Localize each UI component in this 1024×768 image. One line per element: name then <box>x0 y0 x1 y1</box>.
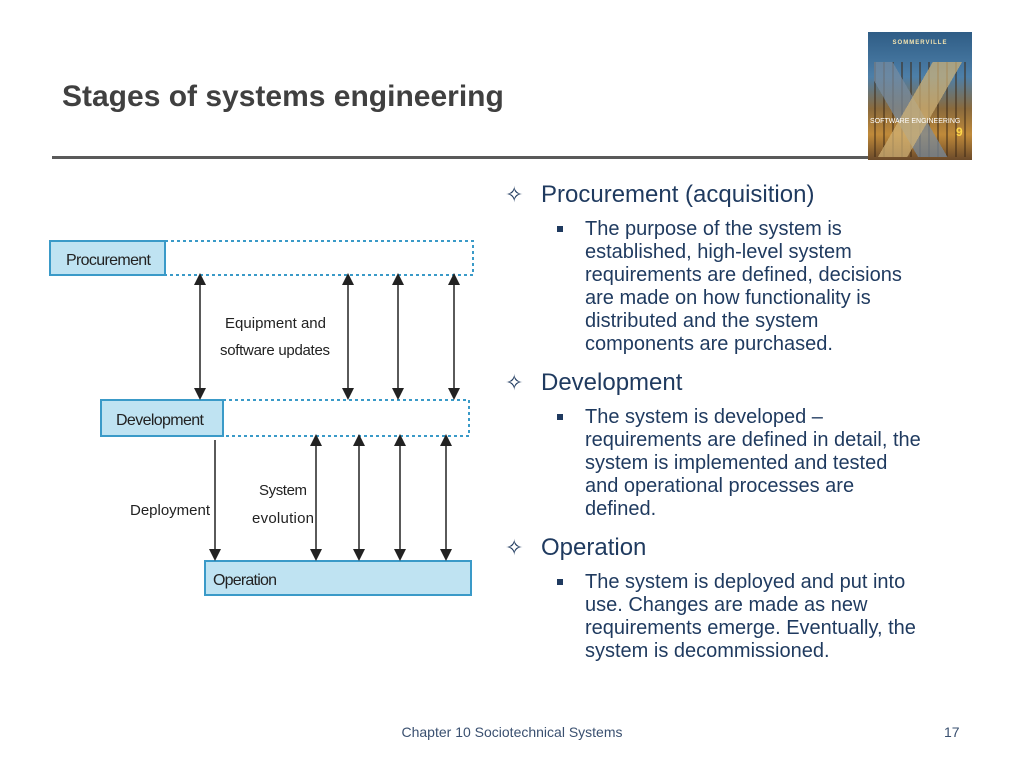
title-divider <box>52 156 874 159</box>
slide-title: Stages of systems engineering <box>62 80 504 113</box>
deployment-label: Deployment <box>130 502 211 519</box>
text-line: requirements are defined in detail, the <box>585 429 921 451</box>
heading-text: Procurement (acquisition) <box>541 181 815 208</box>
cover-edition: 9 <box>956 125 963 139</box>
square-bullet-icon <box>557 226 563 232</box>
text-line: system is decommissioned. <box>585 640 830 662</box>
text-line: components are purchased. <box>585 333 833 355</box>
cover-title: SOFTWARE ENGINEERING <box>870 118 961 125</box>
square-bullet-icon <box>557 414 563 420</box>
text-line: requirements are defined, decisions <box>585 264 902 286</box>
development-dashed-extension <box>222 399 470 437</box>
system-evolution-label-line1: System <box>259 482 307 499</box>
bullet-development-detail: The system is developed – requirements a… <box>557 406 995 521</box>
cover-building-photo <box>874 62 966 157</box>
heading-text: Operation <box>541 534 647 561</box>
development-box <box>100 399 224 437</box>
text-line: The system is developed – <box>585 406 823 428</box>
book-cover-image: SOMMERVILLE SOFTWARE ENGINEERING 9 <box>868 32 972 160</box>
equipment-updates-label-line1: Equipment and <box>225 315 326 332</box>
page-number: 17 <box>944 724 960 740</box>
bullet-heading-operation: ✧ Operation <box>503 533 1003 563</box>
operation-box <box>204 560 472 596</box>
star-bullet-icon: ✧ <box>505 535 524 560</box>
text-line: The purpose of the system is <box>585 218 842 240</box>
bullet-operation-detail: The system is deployed and put into use.… <box>557 571 995 663</box>
text-line: established, high-level system <box>585 241 852 263</box>
square-bullet-icon <box>557 579 563 585</box>
text-line: requirements emerge. Eventually, the <box>585 617 916 639</box>
systems-engineering-diagram: Procurement Development Operation Equipm… <box>49 240 474 596</box>
text-line: distributed and the system <box>585 310 819 332</box>
bullet-procurement-detail: The purpose of the system is established… <box>557 218 995 356</box>
bullet-list: ✧ Procurement (acquisition) The purpose … <box>503 180 1003 675</box>
text-line: are made on how functionality is <box>585 287 871 309</box>
procurement-box <box>49 240 166 276</box>
procurement-dashed-extension <box>164 240 474 276</box>
star-bullet-icon: ✧ <box>505 370 524 395</box>
cover-author: SOMMERVILLE <box>892 40 948 46</box>
text-line: system is implemented and tested <box>585 452 888 474</box>
development-label: Development <box>116 412 205 429</box>
system-evolution-label-line2: evolution <box>252 510 314 527</box>
heading-text: Development <box>541 369 683 396</box>
text-line: use. Changes are made as new <box>585 594 868 616</box>
equipment-updates-label-line2: software updates <box>220 342 330 359</box>
bullet-heading-development: ✧ Development <box>503 368 1003 398</box>
bullet-heading-procurement: ✧ Procurement (acquisition) <box>503 180 1003 210</box>
procurement-label: Procurement <box>66 252 152 269</box>
star-bullet-icon: ✧ <box>505 182 524 207</box>
operation-label: Operation <box>213 572 277 589</box>
footer-chapter: Chapter 10 Sociotechnical Systems <box>401 724 623 740</box>
text-line: defined. <box>585 498 657 520</box>
text-line: and operational processes are <box>585 475 855 497</box>
text-line: The system is deployed and put into <box>585 571 906 593</box>
